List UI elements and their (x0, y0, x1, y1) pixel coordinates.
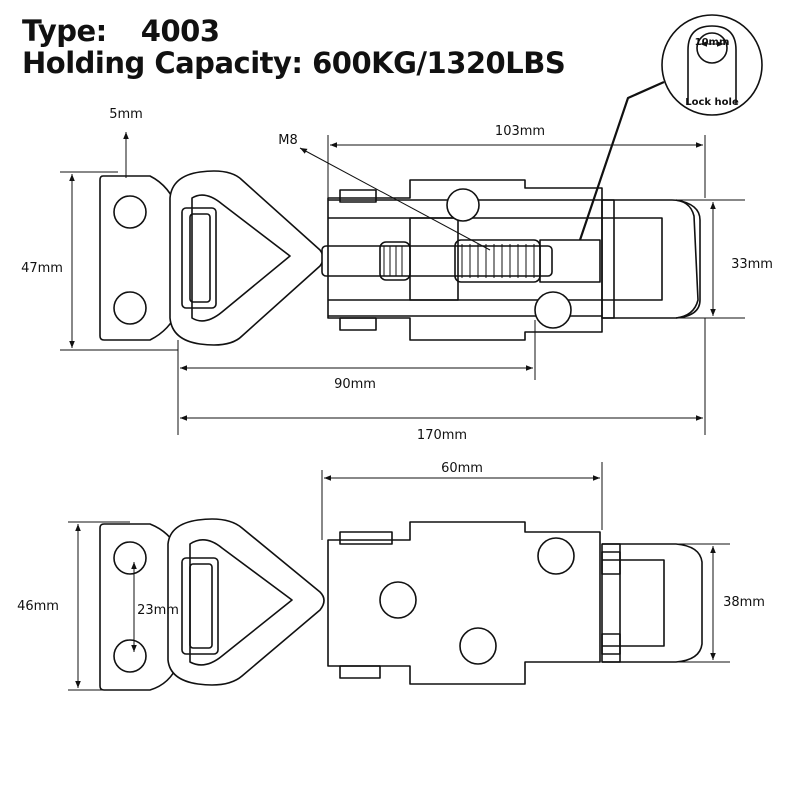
bottom-view-latch (99, 518, 703, 691)
capacity-value: 600KG/1320LBS (312, 46, 566, 80)
dim-46mm-label: 46mm (17, 599, 59, 614)
dim-47mm-label: 47mm (21, 261, 63, 276)
lock-hole-inset (661, 14, 763, 116)
type-value: 4003 (140, 14, 220, 48)
dim-5mm-label: 5mm (109, 107, 143, 122)
dim-60mm-label: 60mm (441, 461, 483, 476)
dim-23mm-label: 23mm (137, 603, 179, 618)
capacity-label: Holding Capacity: (22, 46, 303, 80)
dim-90mm-label: 90mm (334, 377, 376, 392)
type-title: Type: 4003 (22, 14, 220, 48)
inset-leader-line (578, 80, 665, 241)
dim-m8-label: M8 (278, 133, 298, 148)
bottom-view-dimensions (68, 462, 730, 691)
dim-170mm-label: 170mm (417, 428, 467, 443)
lock-hole-diameter-label: 10mm (695, 37, 730, 48)
dim-33mm-label: 33mm (731, 257, 773, 272)
top-view-latch (99, 170, 701, 346)
lock-hole-caption: Lock hole (685, 97, 739, 108)
capacity-title: Holding Capacity: 600KG/1320LBS (22, 46, 566, 80)
dim-38mm-label: 38mm (723, 595, 765, 610)
top-view-dimensions (60, 132, 745, 435)
type-label: Type: (22, 14, 107, 48)
dim-103mm-label: 103mm (495, 124, 545, 139)
